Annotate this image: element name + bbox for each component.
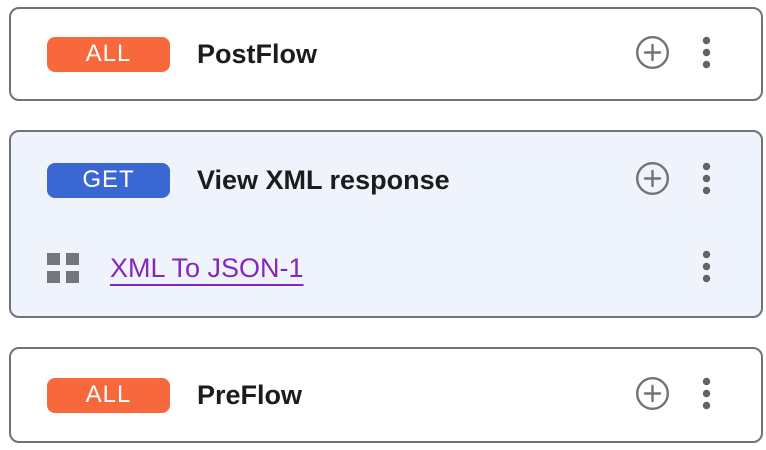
method-badge: ALL — [47, 377, 170, 413]
policy-menu-button[interactable] — [702, 250, 711, 286]
method-badge: GET — [47, 162, 170, 198]
add-circle-icon — [634, 160, 671, 200]
policy-grid-icon — [47, 253, 79, 283]
kebab-menu-icon — [702, 36, 711, 72]
kebab-menu-icon — [702, 377, 711, 413]
flow-card-preflow: ALL PreFlow — [9, 347, 763, 443]
method-badge: ALL — [47, 36, 170, 72]
add-circle-icon — [634, 34, 671, 74]
flow-actions — [634, 160, 711, 200]
add-policy-button[interactable] — [634, 34, 671, 74]
flow-row: GET View XML response — [11, 132, 761, 228]
flow-menu-button[interactable] — [702, 162, 711, 198]
policy-row: XML To JSON-1 — [11, 228, 761, 308]
flow-actions — [634, 34, 711, 74]
flow-card-postflow: ALL PostFlow — [9, 7, 763, 101]
kebab-menu-icon — [702, 162, 711, 198]
add-policy-button[interactable] — [634, 160, 671, 200]
flow-title: View XML response — [197, 164, 450, 195]
flow-actions — [634, 375, 711, 415]
policy-actions — [702, 250, 711, 286]
flow-menu-button[interactable] — [702, 377, 711, 413]
flow-row: ALL PostFlow — [11, 9, 761, 99]
add-circle-icon — [634, 375, 671, 415]
flow-title: PostFlow — [197, 38, 317, 69]
add-policy-button[interactable] — [634, 375, 671, 415]
flow-menu-button[interactable] — [702, 36, 711, 72]
flow-row: ALL PreFlow — [11, 349, 761, 441]
flow-card-view-xml-response: GET View XML response — [9, 130, 763, 318]
flow-title: PreFlow — [197, 379, 303, 410]
kebab-menu-icon — [702, 250, 711, 286]
policy-link[interactable]: XML To JSON-1 — [110, 252, 304, 283]
